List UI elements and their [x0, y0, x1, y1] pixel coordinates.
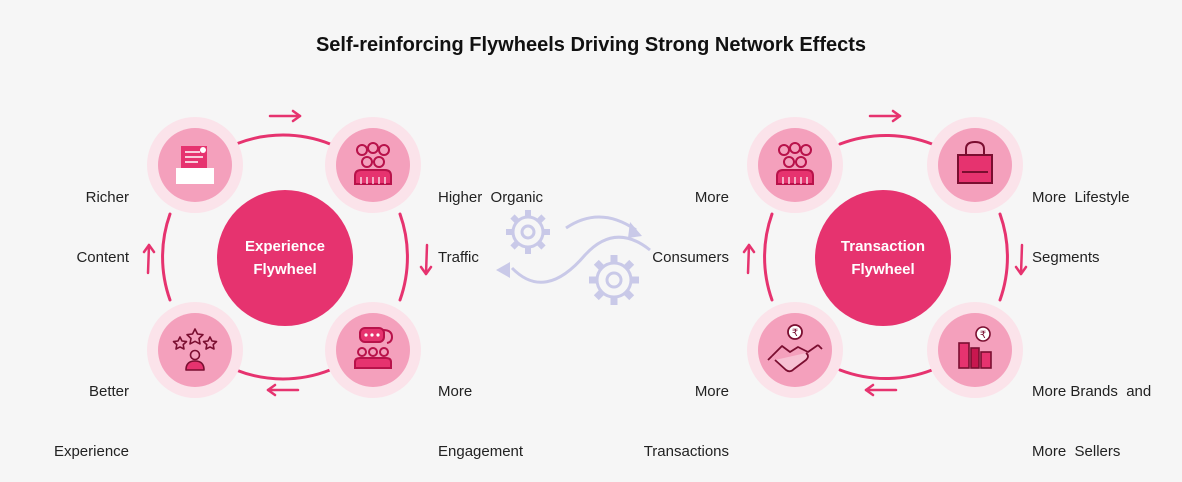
- people-group-icon: [354, 142, 392, 185]
- label-more-lifestyle-segments: More Lifestyle Segments: [1032, 148, 1130, 288]
- shopping-bag-icon: [957, 140, 993, 184]
- svg-text:₹: ₹: [980, 330, 986, 341]
- page-title: Self-reinforcing Flywheels Driving Stron…: [315, 34, 867, 56]
- node-higher-organic-traffic: [325, 117, 421, 213]
- arrow-right-icon: [868, 109, 902, 123]
- node-more-consumers: [747, 117, 843, 213]
- label-line: More: [694, 189, 729, 206]
- node-richer-content: [147, 117, 243, 213]
- label-more-engagement: More Engagement: [438, 342, 523, 482]
- transaction-center-line-1: Transaction: [840, 238, 926, 255]
- label-line: More: [438, 383, 473, 400]
- arrow-up-icon: [142, 243, 156, 275]
- label-more-consumers: More Consumers: [652, 148, 729, 288]
- arc-right: [998, 212, 1009, 302]
- content-document-icon: [176, 146, 214, 184]
- people-group-icon: [776, 142, 814, 185]
- label-line: Experience: [53, 443, 129, 460]
- experience-center-line-2: Flywheel: [253, 261, 317, 278]
- transaction-center-label: Transaction Flywheel: [803, 235, 963, 281]
- arc-top: [838, 133, 934, 146]
- label-line: Richer: [85, 189, 129, 206]
- label-more-brands-sellers: More Brands and More Sellers: [1032, 342, 1151, 482]
- node-better-experience: [147, 302, 243, 398]
- arrow-up-icon: [742, 243, 756, 275]
- chat-bubbles-icon: [354, 327, 394, 369]
- arc-right: [398, 212, 409, 302]
- label-richer-content: Richer Content: [76, 148, 129, 288]
- node-more-engagement: [325, 302, 421, 398]
- experience-flywheel: [142, 109, 433, 398]
- arrow-left-icon: [864, 383, 898, 397]
- gears-icon: [496, 210, 651, 305]
- experience-center-label: Experience Flywheel: [205, 235, 365, 281]
- label-line: More Lifestyle: [1032, 189, 1130, 206]
- arc-left: [763, 212, 774, 302]
- label-higher-organic-traffic: Higher Organic Traffic: [438, 148, 543, 288]
- arc-top: [234, 133, 332, 146]
- brands-products-icon: ₹: [958, 326, 992, 369]
- node-more-brands-sellers: ₹: [927, 302, 1023, 398]
- label-line: Segments: [1032, 249, 1100, 266]
- star-rating-icon: [172, 328, 218, 371]
- arrow-left-icon: [266, 383, 300, 397]
- transaction-center-line-2: Flywheel: [851, 261, 915, 278]
- node-more-transactions: ₹: [747, 302, 843, 398]
- label-line: More Brands and: [1032, 383, 1152, 400]
- experience-center-circle: [217, 190, 353, 326]
- transaction-ring: [763, 133, 1009, 381]
- label-better-experience: Better Experience: [54, 342, 129, 482]
- label-line: Traffic: [438, 249, 479, 266]
- label-line: More Sellers: [1032, 443, 1121, 460]
- label-line: Content: [76, 249, 129, 266]
- arc-left: [161, 212, 172, 302]
- transaction-arrows: [742, 109, 1028, 397]
- label-line: More: [694, 383, 729, 400]
- label-line: Transactions: [643, 443, 729, 460]
- label-line: Engagement: [438, 443, 524, 460]
- node-more-lifestyle-segments: [927, 117, 1023, 213]
- arc-bottom: [234, 368, 332, 381]
- arrow-down-icon: [1014, 243, 1028, 276]
- label-line: Consumers: [652, 249, 729, 266]
- svg-text:₹: ₹: [792, 328, 798, 339]
- label-line: Higher Organic: [438, 189, 544, 206]
- experience-center-line-1: Experience: [244, 238, 326, 255]
- arrow-down-icon: [419, 243, 433, 276]
- label-line: Better: [88, 383, 129, 400]
- transaction-center-circle: [815, 190, 951, 326]
- experience-ring: [161, 133, 409, 381]
- arc-bottom: [838, 368, 934, 381]
- label-more-transactions: More Transactions: [644, 342, 729, 482]
- flywheels-diagram: ₹ ₹: [142, 109, 1028, 398]
- arrow-right-icon: [268, 109, 302, 123]
- experience-arrows: [142, 109, 433, 397]
- transaction-flywheel: ₹ ₹: [742, 109, 1028, 398]
- handshake-rupee-icon: ₹: [767, 324, 823, 373]
